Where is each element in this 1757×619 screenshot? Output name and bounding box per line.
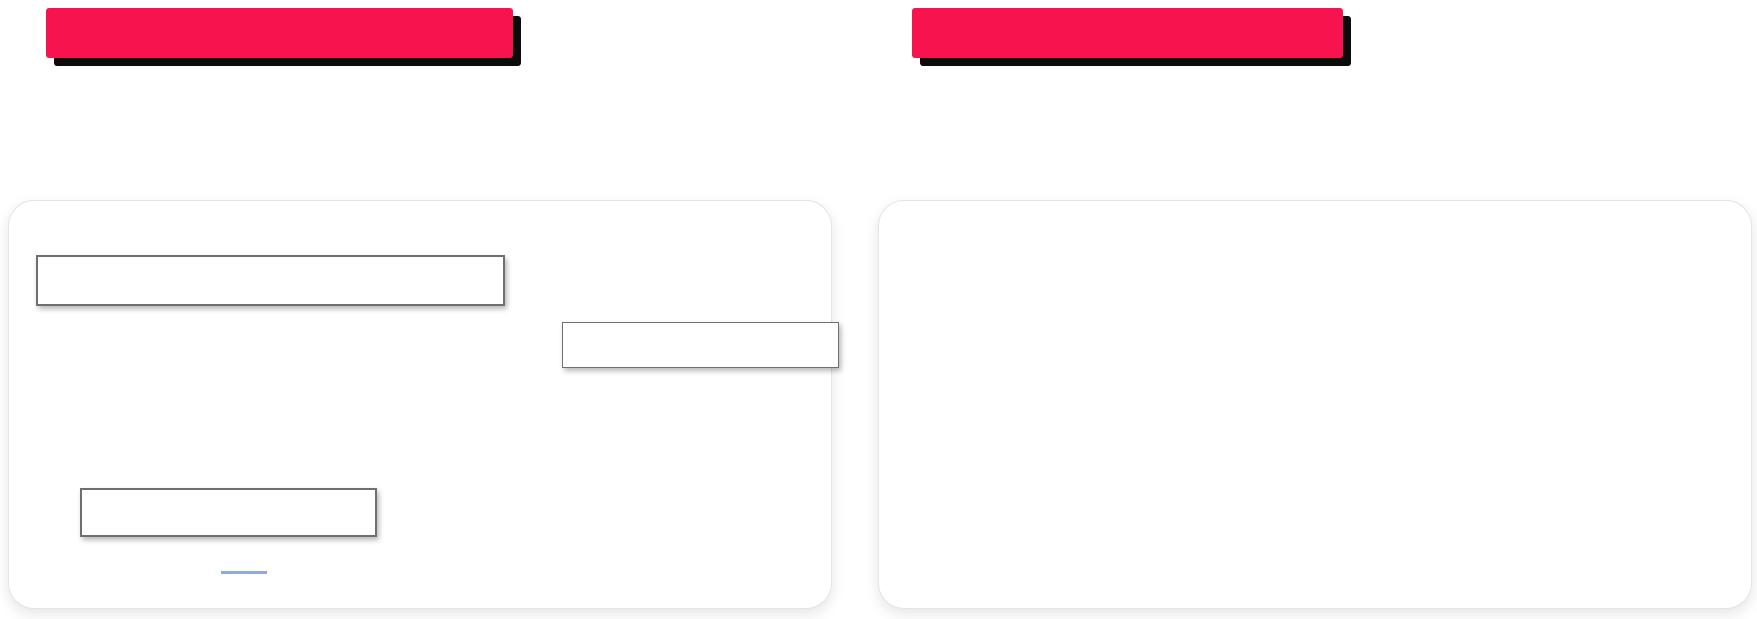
exposure-legend-line-icon bbox=[221, 571, 267, 574]
natural-traffic-legend-line-icon bbox=[1473, 559, 1525, 565]
right-legend bbox=[1109, 559, 1539, 565]
right-banner bbox=[912, 8, 1343, 58]
left-banner bbox=[46, 8, 513, 58]
ad-traffic-legend-item bbox=[1109, 559, 1175, 565]
annotation-first-wave-box bbox=[36, 255, 505, 306]
right-chart-card bbox=[878, 200, 1752, 609]
ad-traffic-legend-line-icon bbox=[1109, 559, 1161, 565]
left-legend bbox=[221, 571, 279, 574]
natural-traffic-legend-item bbox=[1473, 559, 1539, 565]
annotation-exposure-decrease-box bbox=[562, 322, 839, 368]
left-chart-card bbox=[8, 200, 839, 609]
annotation-7day-drop-box bbox=[80, 488, 377, 537]
traffic-line-chart bbox=[879, 201, 1751, 608]
